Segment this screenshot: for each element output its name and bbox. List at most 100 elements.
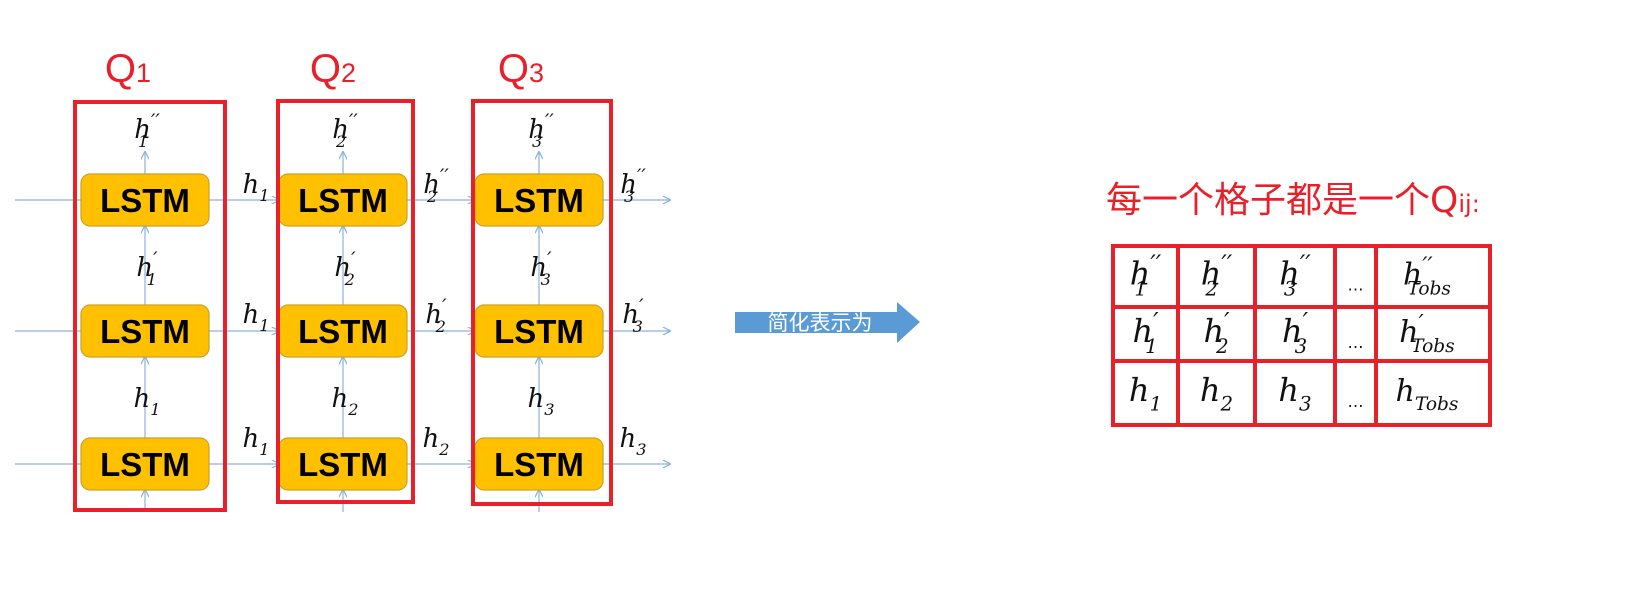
grid-cell-r2-c5-base: h: [1399, 315, 1418, 350]
grid-cell-r1-c3: h′′3: [1279, 250, 1311, 300]
grid-cell-r3-c3-subscript: 3: [1299, 393, 1312, 416]
lstm-label: LSTM: [494, 446, 584, 483]
lstm-box-r3-c1: [80, 437, 210, 491]
lstm-label: LSTM: [100, 313, 190, 350]
simplify-arrow-label: 简化表示为: [768, 311, 873, 335]
output-label-r1-c2: h′′2: [423, 165, 449, 206]
output-label-r2-c2-subscript: 2: [435, 317, 446, 336]
grid-cell-r2-c2-base: h: [1203, 312, 1224, 350]
grid-ellipsis-r2: …: [1348, 333, 1364, 352]
grid-cell-r3-c1-subscript: 1: [1149, 393, 1162, 416]
output-label-r3-c3-subscript: 3: [636, 440, 646, 459]
output-label-r2-c2-prime: ′: [442, 295, 447, 318]
state-label-mid-col-1-prime: ′: [153, 248, 158, 271]
simplify-arrow: [735, 302, 920, 343]
state-label-mid-col-1: h′1: [136, 248, 158, 289]
lstm-label: LSTM: [298, 313, 388, 350]
output-label-r3-c1-subscript: 1: [259, 440, 269, 459]
q-frame-2: [276, 99, 415, 504]
lstm-label: LSTM: [494, 313, 584, 350]
lstm-label: LSTM: [100, 446, 190, 483]
connector-lines: [15, 152, 670, 512]
state-label-bottom-col-1-base: h: [134, 384, 151, 414]
state-label-mid-col-2-base: h: [334, 253, 351, 283]
grid-cell-r1-c2-subscript: 2: [1204, 277, 1218, 300]
grid-cell-r2-c2: h′2: [1203, 308, 1230, 358]
grid-cell-r2-c5-subscript: Tobs: [1411, 336, 1455, 357]
output-label-r2-c2: h′2: [425, 295, 447, 336]
output-label-r2-c3-subscript: 3: [633, 317, 643, 336]
grid-cell-r2-c1-subscript: 1: [1145, 335, 1158, 358]
grid-cell-r3-c1-base: h: [1129, 371, 1150, 409]
grid-cell-r1-c1-base: h: [1130, 255, 1151, 293]
lstm-box-r2-c1: [80, 304, 210, 358]
state-label-mid-col-2-subscript: 2: [344, 270, 355, 289]
state-label-top-col-3-subscript: 3: [532, 132, 542, 151]
grid-cell-r1-c1-subscript: 1: [1134, 277, 1147, 300]
output-label-r3-c3-base: h: [620, 424, 637, 454]
lstm-label: LSTM: [298, 446, 388, 483]
grid-cell-r3-c2: h2: [1200, 371, 1233, 416]
state-label-bottom-col-3-base: h: [528, 384, 545, 414]
grid-cell-r3-c5-base: h: [1396, 374, 1415, 409]
state-label-mid-col-3: h′3: [530, 248, 552, 289]
grid-cell-r1-c1-prime: ′′: [1150, 250, 1161, 278]
grid-cell-r2-c1: h′1: [1132, 308, 1159, 358]
grid-cell-r2-c5: h′Tobs: [1399, 311, 1454, 358]
grid-cell-r2-c2-subscript: 2: [1215, 335, 1229, 358]
grid-cell-r1-c2-prime: ′′: [1221, 250, 1232, 278]
output-label-r1-c1-base: h: [243, 170, 260, 200]
grid-title-main: 每一个格子都是一个Q: [1106, 180, 1458, 221]
state-label-top-col-3-base: h: [528, 115, 545, 145]
q-frame-1: [73, 100, 227, 512]
output-label-r1-c3: h′′3: [620, 165, 646, 206]
state-label-bottom-col-2-subscript: 2: [347, 400, 358, 419]
state-label-bottom-col-3-subscript: 3: [544, 400, 554, 419]
grid-cell-r3-c5: hTobs: [1396, 374, 1459, 415]
grid-cell-r2-c3-subscript: 3: [1295, 335, 1308, 358]
lstm-label: LSTM: [100, 182, 190, 219]
grid-cell-r3-c3: h3: [1278, 371, 1311, 416]
grid-cell-r1-c5-subscript: Tobs: [1407, 279, 1451, 300]
grid-cell-r1-c2: h′′2: [1201, 250, 1233, 300]
grid-cell-r1-c3-base: h: [1279, 255, 1300, 293]
output-label-r3-c1: h1: [243, 424, 270, 459]
grid-cell-r1-c1: h′′1: [1130, 250, 1162, 300]
output-label-r2-c2-base: h: [425, 300, 442, 330]
q-frame-3: [471, 99, 613, 506]
grid-cell-r3-c2-base: h: [1200, 371, 1221, 409]
grid-cell-r1-c3-prime: ′′: [1300, 250, 1311, 278]
state-label-mid-col-2: h′2: [334, 248, 356, 289]
grid-cell-r3-c3-base: h: [1278, 371, 1299, 409]
q-title-1: Q1: [105, 47, 151, 91]
output-label-r2-c3: h′3: [622, 295, 644, 336]
output-label-r3-c2-subscript: 2: [438, 440, 449, 459]
state-label-top-col-1-subscript: 1: [138, 132, 148, 151]
output-label-r2-c1: h1: [243, 300, 270, 335]
state-label-bottom-col-1: h1: [134, 384, 161, 419]
grid-title-colon: :: [1472, 190, 1480, 218]
q-title-3: Q3: [498, 47, 544, 91]
output-label-r2-c3-prime: ′: [639, 295, 644, 318]
output-label-r1-c3-prime: ′′: [637, 165, 646, 188]
output-label-r1-c3-subscript: 3: [624, 187, 634, 206]
q-title-letter: Q: [310, 47, 341, 91]
output-label-r3-c2-base: h: [423, 424, 440, 454]
output-label-r1-c1: h1: [243, 170, 270, 205]
output-label-r3-c1-base: h: [243, 424, 260, 454]
state-label-mid-col-1-base: h: [136, 253, 153, 283]
grid-cell-r3-c5-subscript: Tobs: [1415, 394, 1459, 415]
state-label-top-col-1-prime: ′′: [151, 110, 160, 133]
q-title-letter: Q: [105, 47, 136, 91]
q-title-index: 1: [136, 58, 151, 88]
output-label-r2-c3-base: h: [622, 300, 639, 330]
state-label-mid-col-3-subscript: 3: [541, 270, 551, 289]
grid-cell-r2-c1-prime: ′: [1153, 308, 1159, 336]
output-label-r3-c3: h3: [620, 424, 647, 459]
state-label-mid-col-3-prime: ′: [547, 248, 552, 271]
state-label-top-col-3-prime: ′′: [545, 110, 554, 133]
output-label-r1-c2-subscript: 2: [426, 187, 437, 206]
